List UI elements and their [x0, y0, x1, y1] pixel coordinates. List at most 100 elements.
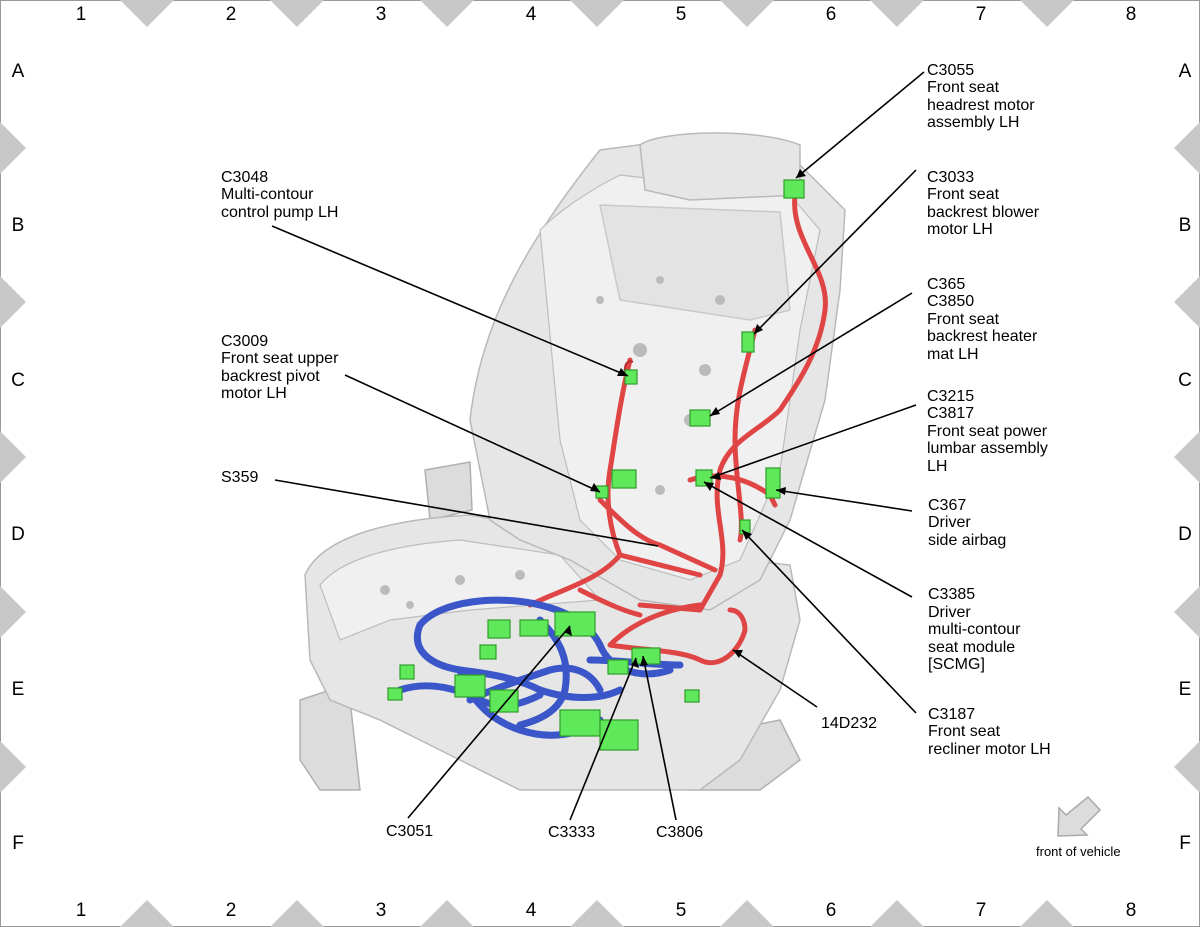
callout-line: C3215: [927, 388, 974, 405]
connectors: [387, 179, 805, 751]
col-label: 8: [1126, 4, 1137, 25]
connector-c3009b: [595, 485, 609, 499]
callout-c3009: C3009 Front seat upper backrest pivot mo…: [221, 333, 339, 402]
callout-14d232: 14D232: [821, 715, 877, 732]
callout-line: backrest blower: [927, 204, 1040, 221]
callout-c3051: C3051: [386, 823, 433, 840]
callout-c3187: C3187 Front seat recliner motor LH: [928, 706, 1051, 758]
callout-line: Driver: [928, 604, 971, 621]
row-label: D: [11, 524, 25, 545]
callout-c3215: C3215 C3817 Front seat power lumbar asse…: [927, 388, 1048, 475]
leader-lines: [271, 71, 925, 821]
connector-c3055: [783, 179, 805, 199]
callout-line: motor LH: [927, 221, 993, 238]
col-label: 5: [676, 4, 687, 25]
callout-line: assembly LH: [927, 114, 1019, 131]
callout-line: lumbar assembly: [927, 440, 1048, 457]
connector-misc: [454, 674, 486, 698]
row-label: B: [12, 215, 25, 236]
callout-line: C3009: [221, 333, 268, 350]
callout-line: C3051: [386, 823, 433, 840]
connector-c365: [689, 409, 711, 427]
callout-line: C3806: [656, 824, 703, 841]
grid-row-labels-left: A B C D E F: [11, 61, 25, 854]
seat-illustration: [299, 132, 846, 791]
front-arrow-icon: [1057, 795, 1102, 837]
callout-line: Front seat upper: [221, 350, 339, 367]
callout-c3033: C3033 Front seat backrest blower motor L…: [927, 169, 1040, 238]
connector-c367: [765, 467, 781, 499]
row-label: F: [1179, 833, 1191, 854]
callout-c3055: C3055 Front seat headrest motor assembly…: [927, 62, 1035, 131]
row-label: D: [1178, 524, 1192, 545]
connector-misc: [559, 709, 601, 737]
callout-line: side airbag: [928, 532, 1006, 549]
callout-line: S359: [221, 469, 258, 486]
callout-line: control pump LH: [221, 204, 338, 221]
front-of-vehicle-label: front of vehicle: [1036, 844, 1121, 859]
callout-line: C3048: [221, 169, 268, 186]
row-label: B: [1179, 215, 1192, 236]
col-label: 2: [226, 900, 237, 921]
col-label: 2: [226, 4, 237, 25]
connector-module: [519, 619, 549, 637]
callout-line: C367: [928, 497, 966, 514]
callout-line: seat module: [928, 639, 1015, 656]
callout-line: multi-contour: [928, 621, 1021, 638]
callout-line: C3817: [927, 405, 974, 422]
connector-misc: [479, 644, 497, 660]
col-label: 7: [976, 4, 987, 25]
grid-row-labels-right: A B C D E F: [1178, 61, 1192, 854]
connector-misc: [399, 664, 415, 680]
callout-line: C3033: [927, 169, 974, 186]
callout-line: C3187: [928, 706, 975, 723]
connector-misc: [599, 719, 639, 751]
col-label: 7: [976, 900, 987, 921]
row-label: E: [1179, 679, 1192, 700]
connector-c3048: [624, 369, 638, 385]
row-label: E: [12, 679, 25, 700]
grid-markers-left: [0, 122, 26, 793]
callout-line: recliner motor LH: [928, 741, 1051, 758]
callout-line: motor LH: [221, 385, 287, 402]
callout-line: Front seat: [927, 311, 1000, 328]
col-label: 8: [1126, 900, 1137, 921]
col-label: 1: [76, 4, 87, 25]
callout-line: C3055: [927, 62, 974, 79]
callout-line: headrest motor: [927, 97, 1035, 114]
callout-c3048: C3048 Multi-contour control pump LH: [221, 169, 338, 221]
col-label: 5: [676, 900, 687, 921]
row-label: F: [12, 833, 24, 854]
harness-red: [527, 192, 828, 666]
connector-misc: [487, 619, 511, 639]
connector-misc: [684, 689, 700, 703]
connector-c3033: [741, 331, 755, 353]
callout-c3806: C3806: [656, 824, 703, 841]
callout-line: Front seat: [927, 79, 1000, 96]
col-label: 3: [376, 4, 387, 25]
callout-line: mat LH: [927, 346, 979, 363]
col-label: 4: [526, 900, 537, 921]
connector-c3009: [611, 469, 637, 489]
callout-line: backrest heater: [927, 328, 1038, 345]
callout-line: LH: [927, 458, 947, 475]
callout-c365: C365 C3850 Front seat backrest heater ma…: [927, 276, 1038, 363]
col-label: 6: [826, 900, 837, 921]
callout-line: [SCMG]: [928, 656, 985, 673]
callout-line: Front seat power: [927, 423, 1048, 440]
callout-line: Front seat: [927, 186, 1000, 203]
callout-c3385: C3385 Driver multi-contour seat module […: [928, 586, 1021, 673]
connector-c3333: [607, 659, 629, 675]
callout-s359: S359: [221, 469, 258, 486]
row-label: A: [1179, 61, 1192, 82]
row-label: A: [12, 61, 25, 82]
front-of-vehicle-indicator: front of vehicle: [1036, 795, 1121, 859]
col-label: 1: [76, 900, 87, 921]
grid-column-labels-top: 1 2 3 4 5 6 7 8: [76, 4, 1137, 25]
callout-line: C3333: [548, 824, 595, 841]
callout-line: C3850: [927, 293, 974, 310]
callout-line: backrest pivot: [221, 368, 320, 385]
callout-line: C365: [927, 276, 965, 293]
